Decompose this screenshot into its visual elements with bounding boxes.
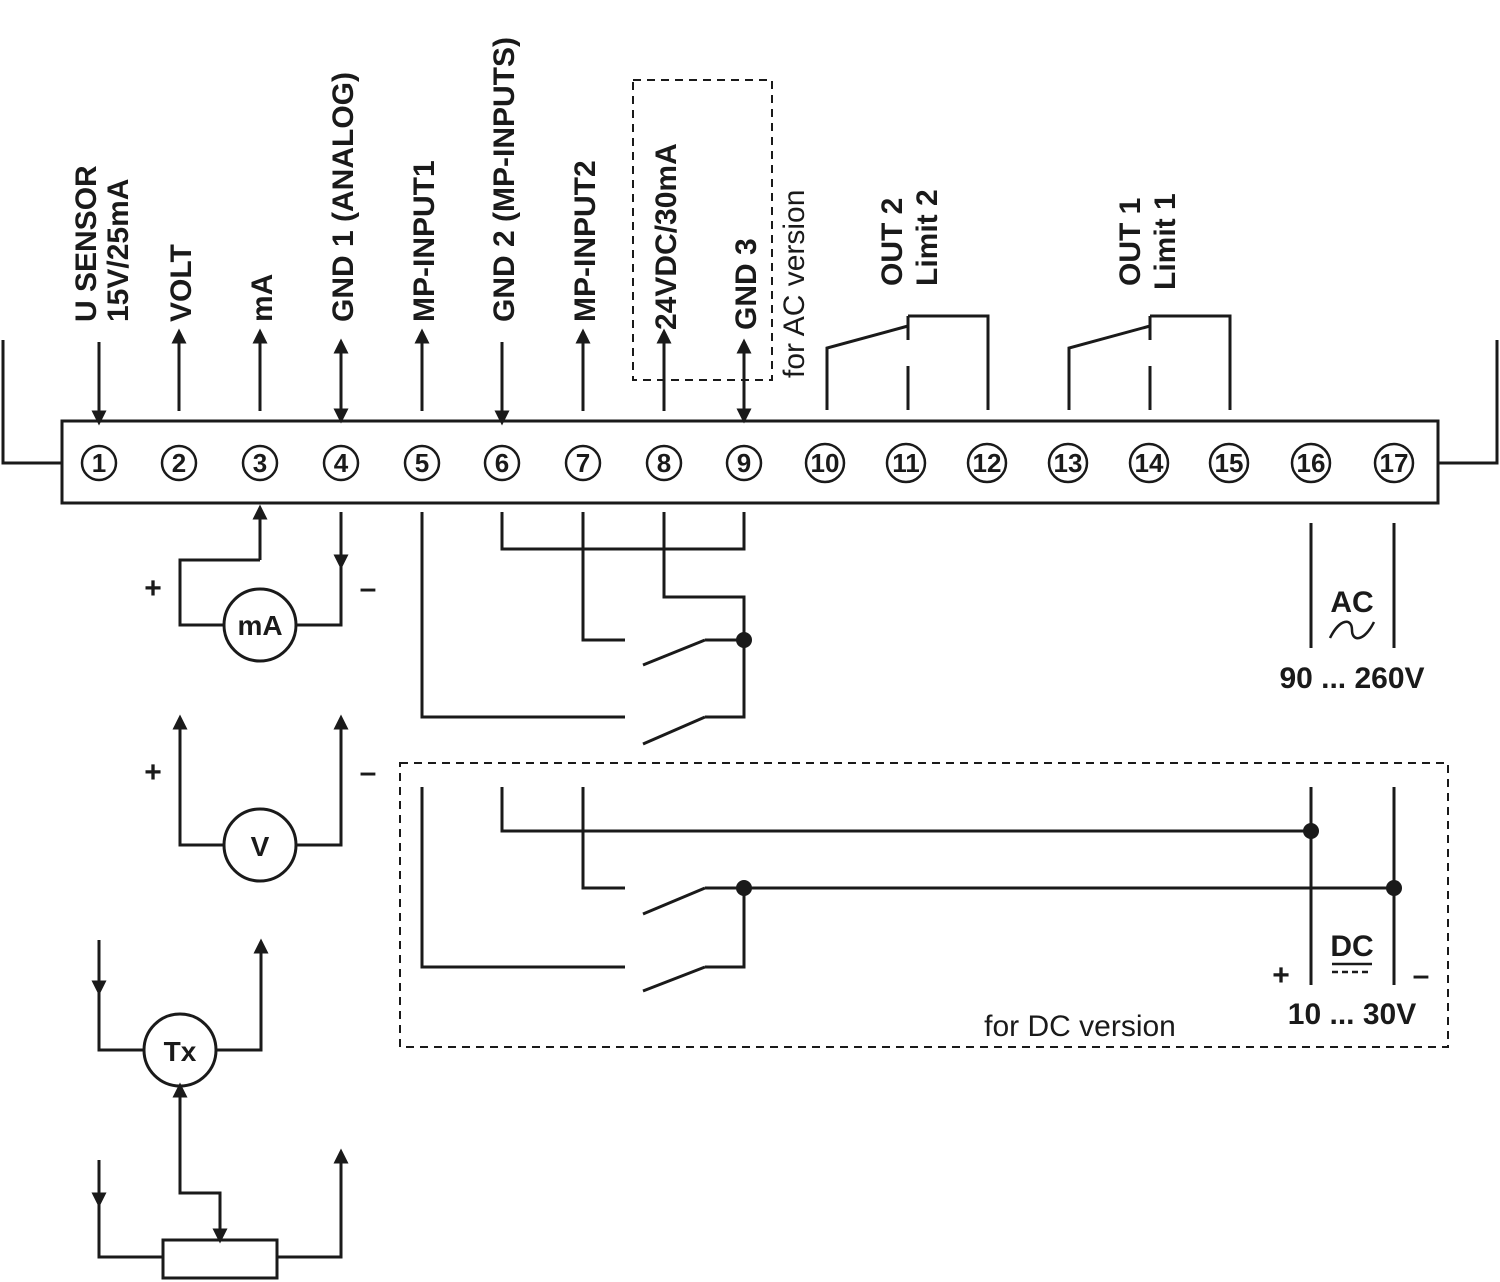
terminal-6: 6 <box>483 444 521 482</box>
terminal-number: 11 <box>892 448 920 478</box>
ac-range: 90 ... 260V <box>1279 662 1424 695</box>
terminal-number: 8 <box>657 448 671 478</box>
mp-inputs-ac-wiring <box>420 512 752 746</box>
dc-minus: – <box>1413 959 1430 992</box>
label-ma: mA <box>246 274 279 322</box>
ac-supply: AC 90 ... 260V <box>1279 523 1425 695</box>
label-out2: OUT 2 <box>876 198 909 286</box>
terminal-5: 5 <box>403 444 441 482</box>
terminal-number: 10 <box>811 448 840 478</box>
mounting-rails <box>1 340 1499 465</box>
label-gnd3: GND 3 <box>730 238 763 330</box>
terminal-2: 2 <box>160 444 198 482</box>
terminal-15: 15 <box>1208 442 1250 484</box>
terminal-8: 8 <box>645 444 683 482</box>
terminal-number: 2 <box>172 448 186 478</box>
ma-minus: – <box>360 572 377 605</box>
terminal-12: 12 <box>966 442 1008 484</box>
potentiometer <box>161 1238 279 1280</box>
label-out1: OUT 1 <box>1114 198 1147 286</box>
relay-out2 <box>825 314 990 410</box>
dc-supply: DC + – 10 ... 30V for DC version <box>984 930 1429 1043</box>
terminal-14: 14 <box>1128 442 1170 484</box>
dc-version-label: for DC version <box>984 1010 1176 1043</box>
ma-meter-circuit: mA + – <box>144 504 377 663</box>
v-meter-circuit: V + – <box>144 714 377 883</box>
v-meter-label: V <box>251 831 270 862</box>
junction-dot <box>736 632 752 648</box>
terminal-number: 4 <box>334 448 349 478</box>
label-mp-input2: MP-INPUT2 <box>569 160 602 322</box>
terminal-number: 12 <box>973 448 1002 478</box>
ac-version-box <box>632 79 773 381</box>
terminal-number: 14 <box>1135 448 1164 478</box>
terminal-9: 9 <box>725 444 763 482</box>
label-limit1: Limit 1 <box>1149 193 1182 290</box>
relay-out1 <box>1067 314 1232 410</box>
dc-range: 10 ... 30V <box>1288 998 1416 1031</box>
label-volt: VOLT <box>165 244 198 322</box>
ma-meter-label: mA <box>237 610 282 641</box>
label-gnd2: GND 2 (MP-INPUTS) <box>488 37 521 322</box>
label-limit2: Limit 2 <box>911 189 944 286</box>
v-meter <box>222 807 298 883</box>
terminal-3: 3 <box>241 444 279 482</box>
dc-version-box <box>399 762 1449 1048</box>
terminal-17: 17 <box>1373 442 1415 484</box>
transmitter-circuit: Tx <box>91 938 269 1244</box>
top-connection-arrows <box>91 328 752 426</box>
terminal-number: 17 <box>1380 448 1409 478</box>
dc-plus: + <box>1272 959 1290 992</box>
v-plus: + <box>144 756 162 789</box>
label-sensor-rating: 15V/25mA <box>102 179 135 322</box>
terminal-number: 13 <box>1054 448 1083 478</box>
terminal-number: 5 <box>415 448 429 478</box>
label-mp-input1: MP-INPUT1 <box>408 160 441 322</box>
dc-label: DC <box>1330 930 1373 963</box>
terminal-number: 7 <box>576 448 590 478</box>
terminal-11: 11 <box>885 442 927 484</box>
terminal-4: 4 <box>322 444 360 482</box>
terminal-labels: U SENSOR 15V/25mA VOLT mA GND 1 (ANALOG)… <box>70 37 1182 378</box>
terminal-1: 1 <box>80 444 118 482</box>
label-24vdc: 24VDC/30mA <box>650 143 683 330</box>
mp-inputs-dc-wiring <box>420 787 1402 993</box>
label-ac-version: for AC version <box>778 190 811 378</box>
terminal-number: 3 <box>253 448 267 478</box>
terminal-10: 10 <box>804 442 846 484</box>
ma-meter <box>222 587 298 663</box>
v-minus: – <box>360 756 377 789</box>
terminal-number: 1 <box>92 448 106 478</box>
terminal-number: 16 <box>1297 448 1326 478</box>
terminal-13: 13 <box>1047 442 1089 484</box>
potentiometer-circuit <box>91 1148 349 1280</box>
ac-label: AC <box>1330 586 1373 619</box>
ma-plus: + <box>144 572 162 605</box>
label-gnd1: GND 1 (ANALOG) <box>327 72 360 322</box>
terminal-number: 6 <box>495 448 509 478</box>
terminal-16: 16 <box>1290 442 1332 484</box>
terminal-7: 7 <box>564 444 602 482</box>
label-u-sensor: U SENSOR <box>70 165 103 322</box>
terminal-number: 9 <box>737 448 751 478</box>
transmitter-label: Tx <box>164 1036 197 1067</box>
ac-wave-icon <box>1328 620 1376 640</box>
terminal-number: 15 <box>1215 448 1244 478</box>
